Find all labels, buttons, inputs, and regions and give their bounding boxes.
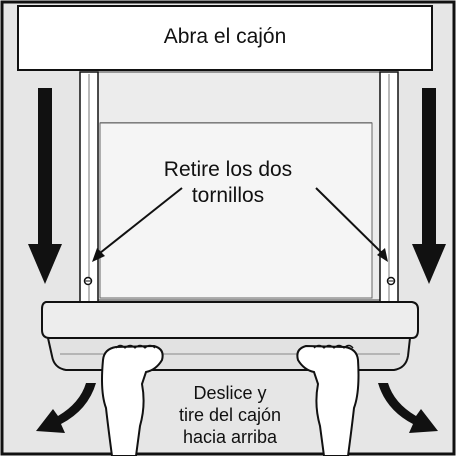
screw-callout-line-1: Retire los dos — [163, 158, 293, 181]
slide-instruction-line-1: Deslice y — [193, 383, 267, 403]
hand-icon — [101, 344, 164, 457]
title-box — [17, 5, 433, 71]
slide-instruction-line-3: hacia arriba — [182, 427, 278, 447]
left-rail — [79, 71, 99, 305]
cavity-inner-panel — [99, 122, 373, 299]
curved-arrow-icon — [378, 383, 438, 433]
screw-icon — [386, 276, 396, 286]
right-rail — [379, 71, 399, 305]
slide-instruction-line-2: tire del cajón — [178, 405, 282, 425]
curved-arrow-icon — [36, 383, 96, 433]
screw-icon — [83, 276, 93, 286]
screw-callout-line-2: tornillos — [191, 184, 265, 207]
hand-icon — [296, 344, 360, 457]
down-arrow-icon — [412, 88, 446, 284]
diagram-title: Abra el cajón — [163, 25, 287, 48]
drawer-front — [41, 301, 419, 371]
down-arrow-icon — [28, 88, 62, 284]
callout-leader-left — [92, 187, 183, 262]
callout-leader-right — [315, 187, 388, 262]
